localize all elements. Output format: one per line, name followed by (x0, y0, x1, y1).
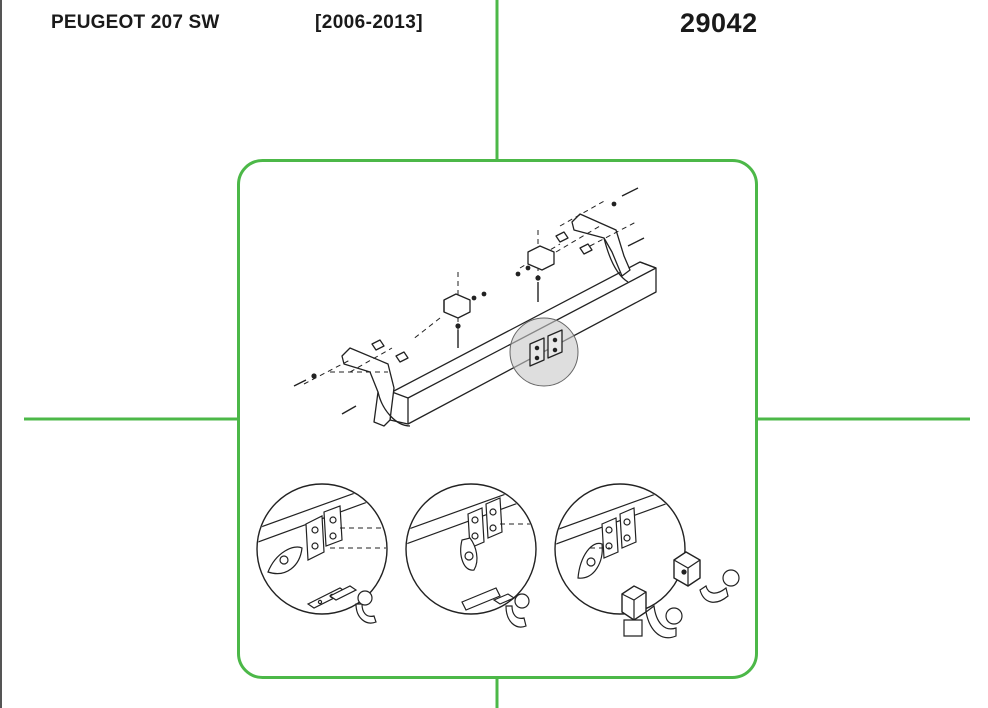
left-side-arm (341, 347, 395, 427)
model-years: [2006-2013] (315, 12, 423, 33)
tow-bar-main-view (293, 187, 657, 427)
page-edge-line (0, 0, 2, 708)
detail-mount-plate (256, 483, 388, 624)
detail-removable-towball (554, 483, 740, 639)
detail-bracket-towball (405, 483, 537, 628)
spacer-plate (579, 243, 593, 255)
nuts (311, 201, 617, 379)
part-number: 29042 (680, 8, 758, 38)
crosshair-lines (24, 0, 970, 708)
bolts (293, 187, 645, 415)
spacer-plate (371, 339, 385, 351)
spacer-plate (555, 231, 569, 243)
right-side-arm (571, 213, 631, 277)
right-bracket (527, 245, 555, 271)
vehicle-model: PEUGEOT 207 SW (51, 12, 220, 33)
spacer-plate (395, 351, 409, 363)
